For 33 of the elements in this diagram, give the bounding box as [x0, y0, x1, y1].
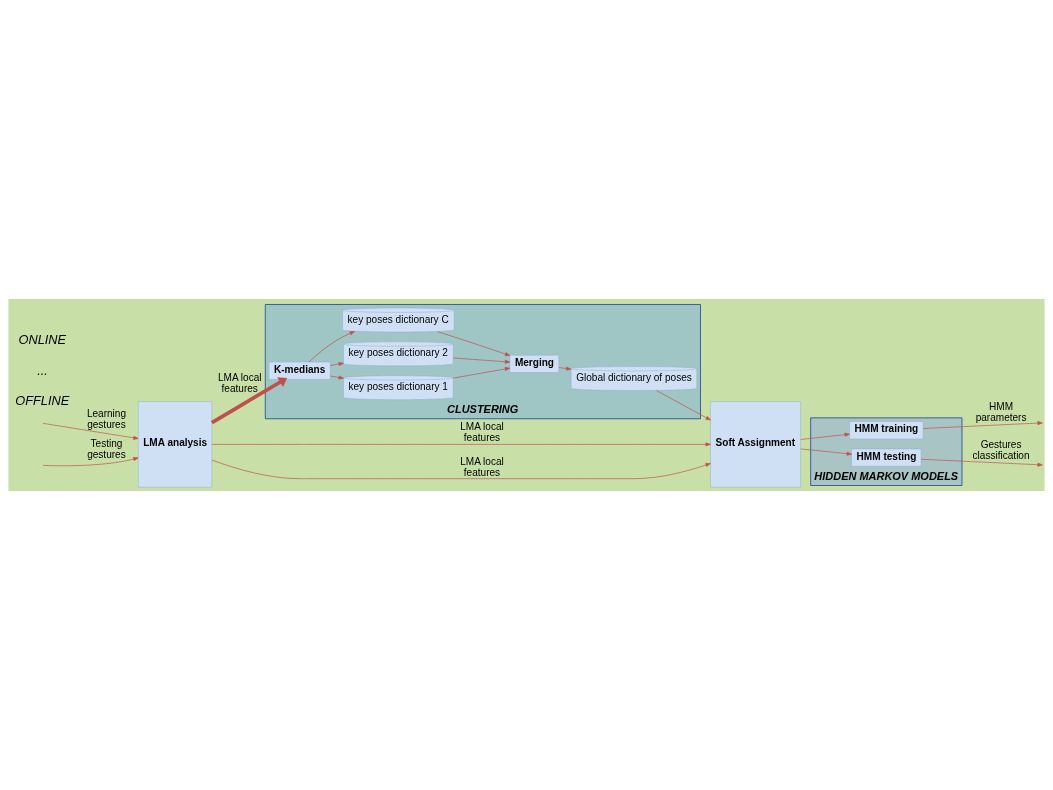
arrow: [922, 421, 1043, 429]
edge-label: Testing gestures: [87, 437, 126, 460]
arrow: [437, 331, 511, 356]
node-box: LMA analysis: [138, 401, 213, 488]
edge-label: LMA local features: [460, 455, 504, 478]
arrow: [800, 448, 852, 456]
arrow: [330, 375, 344, 380]
arrow: [800, 432, 850, 440]
edge-label: HMM parameters: [975, 400, 1027, 423]
arrow: [558, 366, 572, 371]
node-box: K-medians: [268, 361, 331, 380]
arrow: [453, 357, 511, 364]
arrow: [453, 367, 511, 379]
label: ...: [37, 362, 48, 378]
edge-label: LMA local features: [460, 421, 504, 444]
arrow: [308, 331, 355, 363]
node-box: HMM testing: [851, 448, 922, 467]
edge-label: Learning gestures: [86, 407, 126, 430]
arrow: [920, 458, 1043, 467]
arrow: [210, 377, 288, 425]
label: ONLINE: [18, 332, 67, 348]
arrow: [42, 423, 139, 440]
arrow: [656, 390, 711, 421]
node-box: HMM training: [849, 421, 924, 440]
edge-label: Gestures classification: [972, 438, 1030, 461]
node-box: Merging: [509, 355, 559, 373]
edge-label: LMA local features: [217, 372, 262, 395]
label: OFFLINE: [15, 393, 70, 409]
arrow: [211, 459, 711, 479]
arrow: [330, 362, 344, 366]
node-box: Soft Assignment: [710, 401, 801, 488]
arrow: [42, 457, 139, 467]
arrow: [211, 442, 711, 447]
